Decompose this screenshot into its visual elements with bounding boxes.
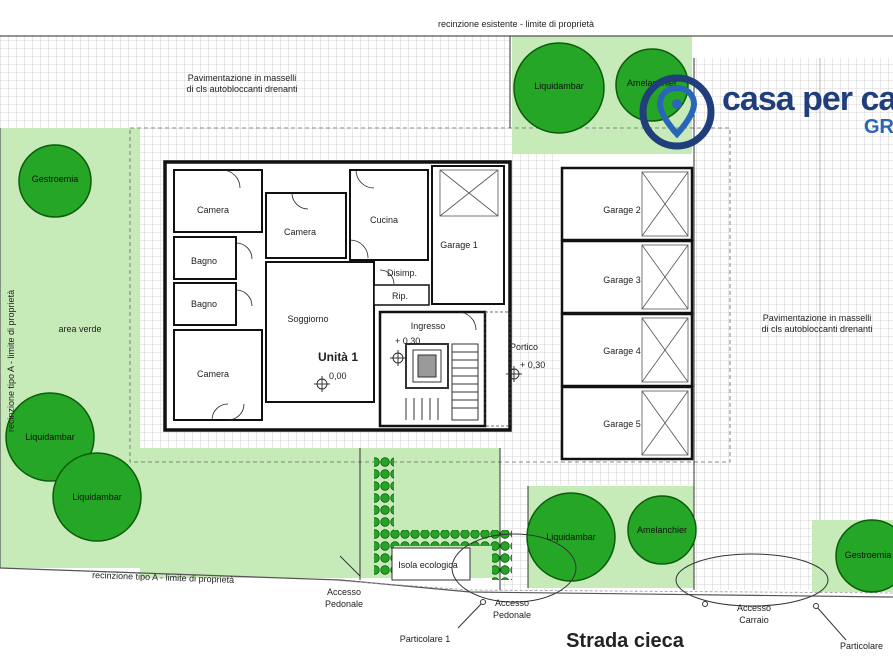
tree-gestroemia-1	[18, 144, 92, 218]
paving-left-line-1: Pavimentazione in masselli	[188, 73, 297, 83]
logo-sub-text: GR	[864, 116, 893, 138]
paving-top-left	[0, 36, 510, 128]
tree-label-8: Gestroemia	[845, 550, 892, 560]
label-rip: Rip.	[392, 291, 408, 301]
label-bagno-1: Bagno	[191, 256, 217, 266]
isola-ecologica-label: Isola ecologica	[398, 560, 458, 570]
road-label: Strada cieca	[566, 630, 685, 652]
particolare-2-label: Particolare	[840, 641, 883, 651]
level-portico: + 0,30	[520, 360, 545, 370]
casa-per-casa-logo: casa per ca GR	[636, 72, 893, 152]
access-markers	[339, 533, 847, 641]
location-pin-icon	[639, 74, 715, 150]
tree-gestroemia-2	[835, 519, 893, 593]
stair-lift	[405, 343, 479, 421]
label-camera-1: Camera	[197, 205, 229, 215]
tree-liquidambar-2	[5, 392, 95, 482]
label-bagno-2: Bagno	[191, 299, 217, 309]
hedge-horizontal	[394, 530, 494, 546]
logo-brand-text: casa per ca	[722, 80, 893, 118]
label-garage-5: Garage 5	[603, 419, 641, 429]
paving-left-line-2: di cls autobloccanti drenanti	[186, 84, 297, 94]
garage-5	[560, 385, 694, 461]
particolare-1-label: Particolare 1	[400, 634, 451, 644]
tree-label-4: Liquidambar	[25, 432, 75, 442]
label-ingresso: Ingresso	[411, 321, 446, 331]
label-soggiorno: Soggiorno	[287, 314, 328, 324]
label-camera-2: Camera	[284, 227, 316, 237]
accesso-pedonale-2-line-1: Accesso	[495, 598, 529, 608]
house-unit-1	[163, 160, 512, 432]
level-markers	[314, 350, 522, 392]
tree-label-2: Amelanchier	[627, 78, 677, 88]
garage-block	[560, 166, 694, 461]
room-camera-3	[173, 329, 263, 421]
label-garage-2: Garage 2	[603, 205, 641, 215]
green-area-label: area verde	[58, 324, 101, 334]
accesso-pedonale-1-line-1: Accesso	[327, 587, 361, 597]
unit-label: Unità 1	[318, 350, 358, 364]
paving-right-line-1: Pavimentazione in masselli	[763, 313, 872, 323]
garage-4	[560, 312, 694, 388]
room-garage-1	[431, 165, 505, 305]
label-disimp: Disimp.	[387, 268, 417, 278]
hedge-vertical	[374, 456, 394, 576]
label-garage-1: Garage 1	[440, 240, 478, 250]
trees	[5, 42, 893, 593]
room-bagno-1	[173, 236, 237, 280]
left-fence-label: recinzione tipo A - limite di proprietà	[6, 290, 16, 432]
room-camera-2	[265, 192, 347, 259]
tree-amelanchier-2	[627, 495, 697, 565]
label-portico: Portico	[510, 342, 538, 352]
paving-right	[693, 58, 893, 590]
tree-label-1: Liquidambar	[534, 81, 584, 91]
room-bagno-2	[173, 282, 237, 326]
level-ingresso: + 0,30	[395, 336, 420, 346]
garage-2	[560, 166, 694, 242]
tree-label-5: Liquidambar	[72, 492, 122, 502]
room-rip	[373, 284, 430, 306]
room-camera-1	[173, 169, 263, 233]
bottom-fence	[0, 567, 893, 598]
accesso-pedonale-1-line-2: Pedonale	[325, 599, 363, 609]
top-fence-label: recinzione esistente - limite di proprie…	[438, 19, 594, 29]
accesso-pedonale-2-line-2: Pedonale	[493, 610, 531, 620]
garage-3	[560, 239, 694, 315]
label-garage-3: Garage 3	[603, 275, 641, 285]
level-soggiorno: 0,00	[329, 371, 347, 381]
road-edge	[329, 579, 893, 594]
tree-liquidambar-3	[52, 452, 142, 542]
paving-right-line-2: di cls autobloccanti drenanti	[761, 324, 872, 334]
hedge-small	[492, 530, 512, 580]
label-garage-4: Garage 4	[603, 346, 641, 356]
room-soggiorno	[265, 261, 375, 403]
tree-liquidambar-1	[513, 42, 605, 134]
accesso-carraio-line-1: Accesso	[737, 603, 771, 613]
label-camera-3: Camera	[197, 369, 229, 379]
accesso-carraio-line-2: Carraio	[739, 615, 769, 625]
door-swings	[211, 169, 477, 421]
tree-label-6: Liquidambar	[546, 532, 596, 542]
isola-ecologica-box	[391, 547, 471, 581]
green-area-bottom	[140, 448, 360, 578]
tree-label-7: Amelanchier	[637, 525, 687, 535]
dashed-outline	[129, 127, 731, 463]
label-cucina: Cucina	[370, 215, 398, 225]
tree-label-3: Gestroemia	[32, 174, 79, 184]
bottom-fence-label: recinzione tipo A - limite di proprietà	[92, 570, 234, 585]
